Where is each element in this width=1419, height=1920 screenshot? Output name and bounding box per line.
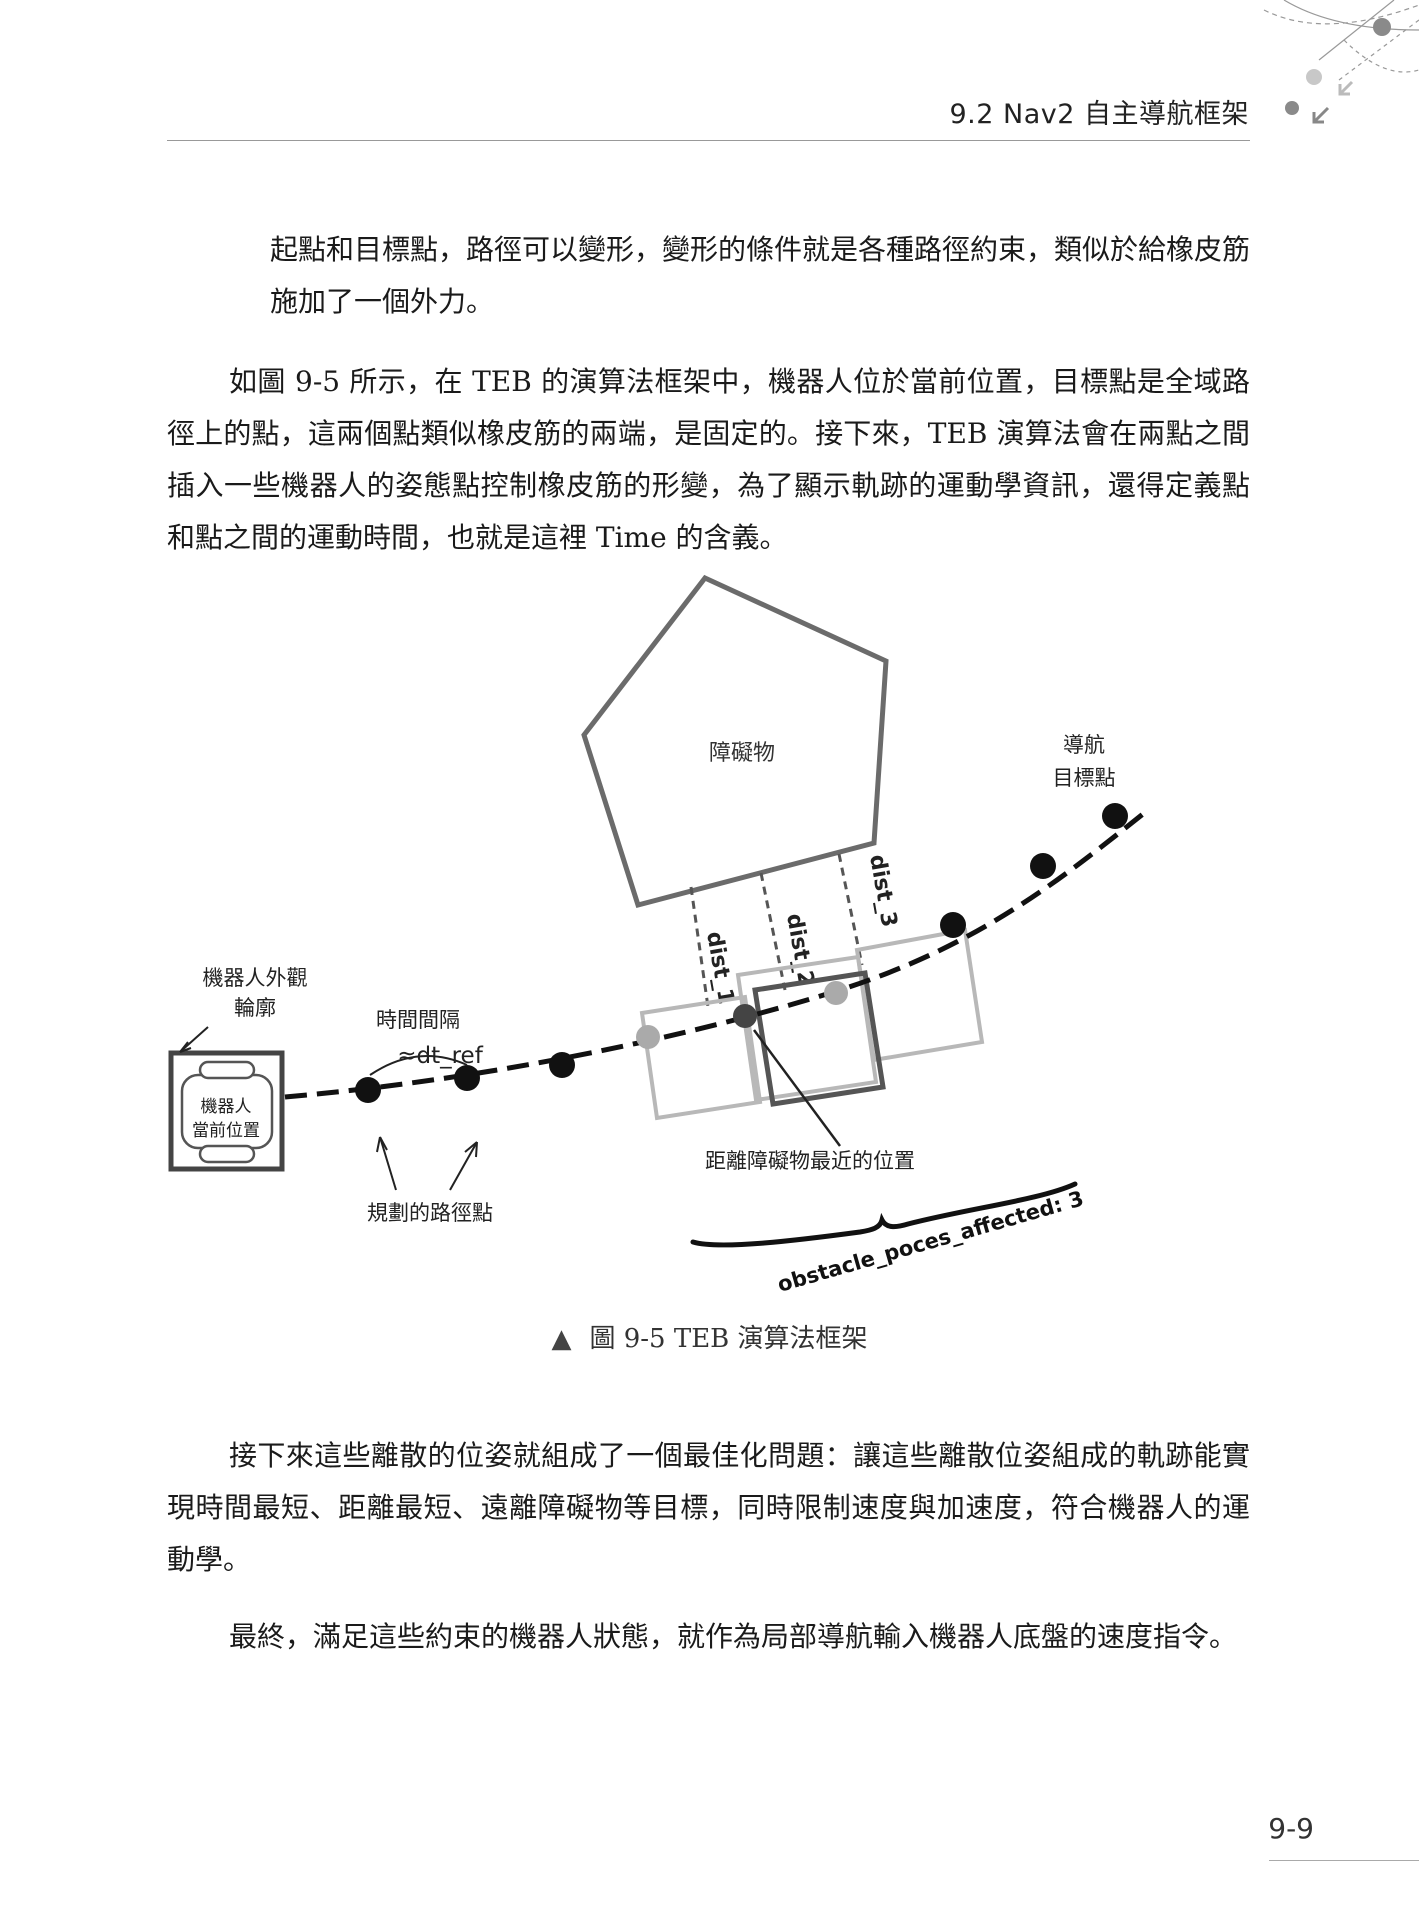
dt-ref-label: ≈dt_ref (397, 1043, 483, 1069)
goal-point (1102, 803, 1128, 829)
waypoint (454, 1065, 480, 1091)
robot-position-line2: 當前位置 (192, 1121, 260, 1141)
dist-3-line (837, 853, 864, 966)
page-number: 9-9 (1268, 1812, 1314, 1845)
waypoint (549, 1052, 575, 1078)
obstacle-label: 障礙物 (709, 741, 775, 766)
robot-wheel-top (198, 1060, 256, 1080)
robot-outline-line2: 輪廓 (234, 996, 276, 1020)
dist-1-line (689, 886, 710, 1008)
paragraph-teb-intro: 如圖 9-5 所示，在 TEB 的演算法框架中，機器人位於當前位置，目標點是全域… (167, 365, 1250, 554)
pose-point-gray (824, 981, 848, 1005)
affected-label: obstacle_poces_affected: 3 (775, 1186, 1087, 1297)
waypoint (355, 1077, 381, 1103)
footprint-2 (735, 954, 879, 1103)
closest-label: 距離障礙物最近的位置 (705, 1149, 915, 1173)
pose-point-gray (636, 1025, 660, 1049)
header-divider (167, 140, 1250, 141)
dist-1-label: dist_1 (701, 930, 738, 1006)
time-interval-arc (369, 1055, 468, 1076)
waypoint (940, 912, 966, 938)
affected-brace (690, 1181, 1078, 1248)
footprint-closest (752, 970, 886, 1107)
footer-divider (1269, 1860, 1419, 1861)
caption-marker: ▲ (551, 1324, 572, 1354)
teb-framework-figure: 障礙物 dist_1 dist_2 dist_3 導航 目標點 機器人 當前位置… (168, 574, 1150, 1297)
goal-label-line2: 目標點 (1053, 766, 1116, 790)
waypoint (1030, 853, 1056, 879)
robot-outline-line1: 機器人外觀 (203, 966, 308, 990)
caption-text: 圖 9-5 TEB 演算法框架 (589, 1324, 868, 1354)
goal-label-line1: 導航 (1063, 733, 1105, 757)
robot-wheel-bottom (198, 1144, 256, 1164)
dist-2-label: dist_2 (781, 912, 818, 988)
paragraph-continued: 起點和目標點，路徑可以變形，變形的條件就是各種路徑約束，類似於給橡皮筋施加了一個… (270, 233, 1251, 318)
pose-point-closest (733, 1004, 757, 1028)
paragraph-optimization: 接下來這些離散的位姿就組成了一個最佳化問題：讓這些離散位姿組成的軌跡能實現時間最… (167, 1439, 1250, 1576)
corner-decoration (1263, 0, 1419, 124)
footprint-3 (854, 927, 985, 1063)
section-header-title: 9.2 Nav2 自主導航框架 (949, 99, 1249, 130)
time-interval-label: 時間間隔 (376, 1008, 460, 1032)
figure-caption: ▲ 圖 9-5 TEB 演算法框架 (0, 1318, 1419, 1355)
robot-position-line1: 機器人 (201, 1097, 252, 1117)
paragraph-final: 最終，滿足這些約束的機器人狀態，就作為局部導航輸入機器人底盤的速度指令。 (229, 1620, 1238, 1653)
dist-3-label: dist_3 (864, 853, 901, 929)
waypoints-label: 規劃的路徑點 (367, 1201, 493, 1225)
footprint-1 (639, 994, 763, 1121)
obstacle-pentagon (581, 574, 889, 909)
